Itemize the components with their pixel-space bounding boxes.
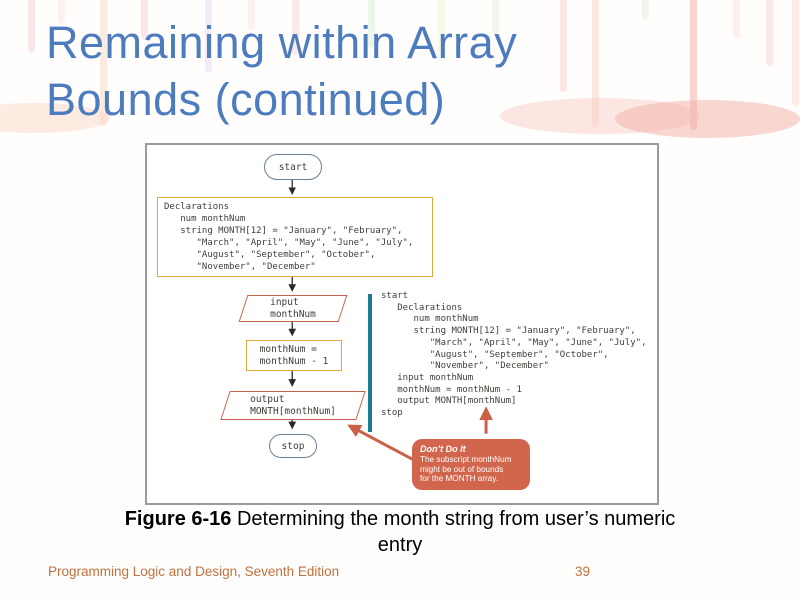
pseudocode-line: "March", "April", "May", "June", "July", (381, 337, 647, 348)
paint-drip (733, 0, 740, 38)
paint-drip (766, 0, 773, 66)
pseudocode-line: "November", "December" (381, 361, 549, 372)
paint-drip (492, 0, 499, 34)
declaration-line: string MONTH[12] = "January", "February"… (164, 226, 403, 236)
paint-drip (292, 0, 299, 55)
declaration-line: "August", "September", "October", (164, 250, 376, 260)
figure-caption: Figure 6-16 Determining the month string… (0, 506, 800, 558)
flowchart-output-parallelogram: output MONTH[monthNum] (220, 391, 366, 420)
pseudocode-line: output MONTH[monthNum] (381, 396, 517, 407)
pseudocode-line: Declarations (381, 302, 463, 313)
paint-drip (792, 0, 799, 106)
pseudocode-line: stop (381, 408, 403, 419)
stop-label: stop (281, 440, 305, 452)
paint-drip (205, 0, 212, 72)
divider-bar (368, 294, 372, 432)
pseudocode-line: start (381, 291, 409, 301)
process-line: monthNum - 1 (259, 355, 329, 367)
flowchart-start-terminal: start (264, 154, 322, 180)
paint-drip (438, 0, 445, 58)
page-number: 39 (575, 564, 591, 579)
declaration-line: "November", "December" (164, 262, 316, 272)
paint-drip (141, 0, 148, 40)
pseudocode-line: num monthNum (381, 314, 479, 325)
flowchart-input-parallelogram: input monthNum (238, 295, 348, 322)
paint-drip (642, 0, 649, 20)
figure-label: Figure 6-16 (124, 508, 232, 530)
output-line: MONTH[monthNum] (250, 405, 336, 417)
process-line: monthNum = (259, 343, 317, 355)
callout-body-line: The subscript monthNum (420, 455, 512, 464)
title-line-2: Bounds (continued) (46, 74, 446, 125)
figure-6-16-diagram: start Declarations num monthNum string M… (145, 143, 659, 505)
input-line: monthNum (270, 308, 316, 320)
pseudocode-listing: start Declarations num monthNum string M… (381, 291, 647, 420)
caption-text: Determining the month string from user’s… (231, 508, 676, 530)
input-line: input (270, 296, 299, 308)
paint-drip (28, 0, 35, 52)
paint-drip (560, 0, 567, 92)
paint-drip (58, 0, 65, 24)
paint-drip (690, 0, 697, 130)
callout-title: Don’t Do It (420, 444, 466, 454)
paint-drip (100, 0, 107, 126)
pseudocode-line: input monthNum (381, 372, 474, 383)
pseudocode-line: "August", "September", "October", (381, 349, 609, 360)
start-label: start (278, 161, 308, 173)
paint-drip (248, 0, 255, 30)
output-line: output (250, 393, 285, 405)
paint-drip (368, 0, 375, 48)
callout-body-line: for the MONTH array. (420, 474, 499, 484)
paint-puddle (615, 100, 800, 138)
pseudocode-line: monthNum = monthNum - 1 (381, 384, 522, 395)
declaration-line: num monthNum (164, 214, 246, 224)
caption-text-line2: entry (377, 534, 423, 556)
declaration-line: "March", "April", "May", "June", "July", (164, 238, 414, 248)
title-line-1: Remaining within Array (46, 17, 518, 68)
declaration-line: Declarations (164, 202, 230, 212)
slide-title: Remaining within Array Bounds (continued… (46, 14, 517, 128)
flowchart-declarations-box: Declarations num monthNum string MONTH[1… (157, 197, 433, 277)
callout-body-line: might be out of bounds (420, 464, 504, 474)
footer-book-title: Programming Logic and Design, Seventh Ed… (48, 564, 340, 579)
paint-drip (592, 0, 599, 128)
flowchart-stop-terminal: stop (269, 434, 317, 458)
pseudocode-line: string MONTH[12] = "January", "February"… (381, 326, 636, 337)
dont-do-it-callout: Don’t Do It The subscript monthNum might… (412, 439, 530, 491)
flowchart-process-rectangle: monthNum = monthNum - 1 (246, 340, 342, 371)
